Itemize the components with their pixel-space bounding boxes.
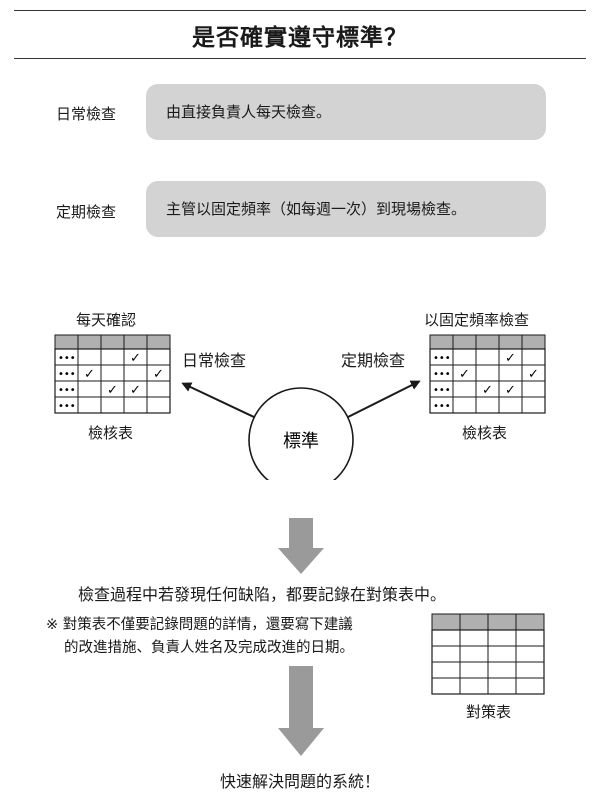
arrow-to-daily-check [181,382,257,419]
inspection-diagram: ••• ••• ••• ••• ✓ ✓ ✓ ✓ ✓ ••• ••• ••• ••… [54,334,546,480]
right-sheet-caption-bottom: 檢核表 [462,424,508,442]
periodic-check-label: 定期檢查 [56,203,117,221]
left-checklist-table: ••• ••• ••• ••• ✓ ✓ ✓ ✓ ✓ [54,334,171,414]
right-row-marker-4: ••• [433,401,451,412]
page-title: 是否確實遵守標準？ [192,25,408,51]
left-sheet-caption-top: 每天確認 [76,311,137,329]
left-check-3: ✓ [153,367,164,382]
title-underline [14,58,586,59]
right-row-marker-1: ••• [433,353,451,364]
down-arrow-1 [278,518,324,574]
standard-circle [248,387,354,480]
left-row-marker-4: ••• [58,401,76,412]
right-checklist-table: ••• ••• ••• ••• ✓ ✓ ✓ ✓ ✓ [429,334,546,414]
left-sheet-caption-bottom: 檢核表 [88,424,134,442]
right-check-4: ✓ [482,383,493,398]
left-check-5: ✓ [130,383,141,398]
right-row-marker-2: ••• [433,369,451,380]
right-sheet-caption-top: 以固定頻率檢查 [424,311,530,329]
note-line-1: ※ 對策表不僅要記錄問題的詳情，還要寫下建議 [46,617,353,633]
right-row-marker-3: ••• [433,385,451,396]
arrow-left-label: 日常檢查 [182,351,247,370]
left-check-4: ✓ [107,383,118,398]
left-check-1: ✓ [130,351,141,366]
left-row-marker-3: ••• [58,385,76,396]
daily-check-description: 由直接負責人每天檢查。 [146,84,546,140]
note-line-2: 的改進措施、負責人姓名及完成改進的日期。 [64,640,354,656]
periodic-check-description: 主管以固定頻率（如每週一次）到現場檢查。 [146,181,546,237]
right-check-5: ✓ [505,383,516,398]
daily-check-label: 日常檢查 [56,105,117,123]
arrow-to-periodic-check [345,380,421,419]
arrow-right-label: 定期檢查 [341,351,406,370]
left-row-marker-2: ••• [58,369,76,380]
standard-label: 標準 [283,431,319,452]
daily-check-text: 由直接負責人每天檢查。 [166,103,332,121]
left-check-2: ✓ [84,367,95,382]
right-check-2: ✓ [459,367,470,382]
finding-sentence: 檢查過程中若發現任何缺陷，都要記錄在對策表中。 [78,585,447,604]
left-row-marker-1: ••• [58,353,76,364]
down-arrow-2 [278,666,324,756]
countermeasure-table [431,613,545,695]
right-check-3: ✓ [528,367,539,382]
periodic-check-text: 主管以固定頻率（如每週一次）到現場檢查。 [166,200,467,218]
conclusion-text: 快速解決問題的系統！ [219,772,380,791]
countermeasure-caption: 對策表 [466,703,512,721]
top-rule [14,10,586,11]
right-check-1: ✓ [505,351,516,366]
